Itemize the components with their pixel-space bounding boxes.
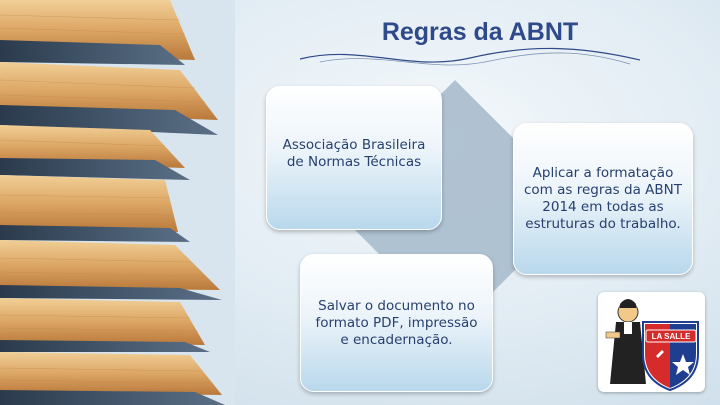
abnt-definition-text: Associação Brasileira de Normas Técnicas (282, 137, 426, 170)
decorative-wave (300, 47, 640, 66)
formatting-rule-text: Aplicar a formatação com as regras da AB… (524, 165, 682, 232)
save-pdf-box: Salvar o documento no formato PDF, impre… (300, 254, 493, 392)
save-pdf-text: Salvar o documento no formato PDF, impre… (315, 297, 478, 348)
slide-title: Regras da ABNT (381, 18, 579, 46)
books-stack-image (0, 0, 235, 405)
abnt-definition-box: Associação Brasileira de Normas Técnicas (266, 86, 442, 230)
la-salle-logo: LA SALLE (598, 292, 705, 392)
formatting-rule-box: Aplicar a formatação com as regras da AB… (513, 123, 693, 275)
logo-text: LA SALLE (652, 332, 691, 341)
